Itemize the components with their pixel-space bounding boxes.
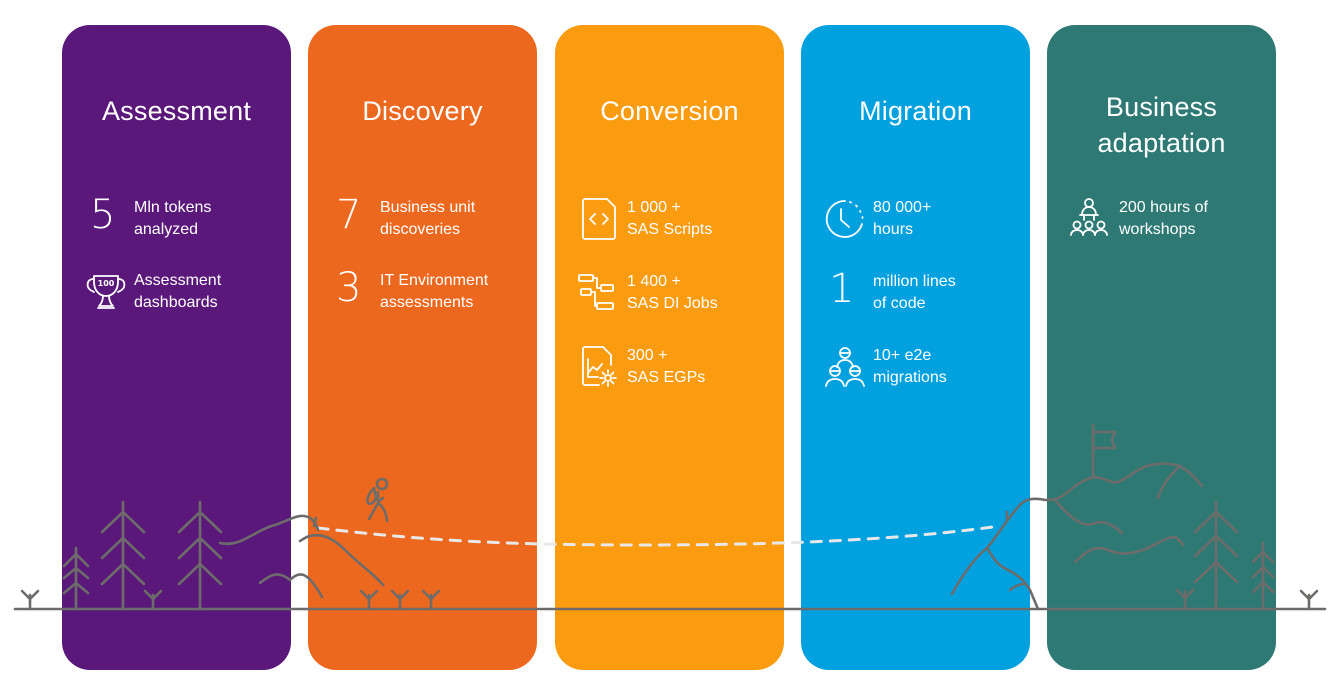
- stat-label-line2: of code: [873, 295, 926, 312]
- stat-label-line2: migrations: [873, 369, 947, 386]
- stat-label-line2: discoveries: [380, 221, 461, 238]
- stage-card-discovery: Discovery 7 Business unit discoveries 3 I…: [308, 25, 537, 670]
- stat-item: 1 million lines of code: [823, 267, 1020, 325]
- stage-title: Discovery: [362, 96, 483, 126]
- stat-label-line2: analyzed: [134, 221, 199, 238]
- stage-card-assessment: Assessment 5 Mln tokens analyzed 100 Asse…: [62, 25, 291, 670]
- stat-item: 100 Assessment dashboards: [84, 270, 281, 324]
- stat-number: 3: [336, 265, 362, 311]
- stat-label-line2: SAS Scripts: [627, 221, 713, 238]
- stat-label-line1: Business unit: [380, 199, 476, 216]
- svg-text:100: 100: [98, 279, 115, 288]
- stat-label-line1: 1 000 +: [627, 199, 681, 216]
- stat-item: 80 000+ hours: [823, 197, 1020, 251]
- stat-item: 300 + SAS EGPs: [577, 345, 774, 399]
- stat-item: 10+ e2e migrations: [823, 345, 1020, 399]
- stage-title-line1: Business: [1105, 92, 1218, 122]
- stat-label-line1: Mln tokens: [134, 199, 212, 216]
- stat-label-line2: assessments: [380, 294, 474, 311]
- trophy-100-icon: 100: [84, 270, 134, 314]
- stat-label-line1: 300 +: [627, 347, 668, 364]
- stage-title: Business adaptation: [1047, 89, 1276, 161]
- stat-label-line1: 10+ e2e: [873, 347, 932, 364]
- stage-title: Conversion: [600, 96, 739, 126]
- stat-label-line1: million lines: [873, 273, 956, 290]
- stat-label-line1: 200 hours of: [1119, 199, 1208, 216]
- stat-label-line2: hours: [873, 221, 914, 238]
- stat-item: 200 hours of workshops: [1069, 197, 1266, 251]
- stat-label-line1: Assessment: [134, 272, 222, 289]
- stat-label-line1: 1 400 +: [627, 273, 681, 290]
- stage-title: Assessment: [101, 96, 252, 126]
- stat-label-line1: 80 000+: [873, 199, 932, 216]
- stat-number: 1: [829, 266, 855, 312]
- stage-card-migration: Migration 80 000+ hours 1 million lines of…: [801, 25, 1030, 670]
- team-icon: [823, 345, 873, 389]
- clock-icon: [823, 197, 873, 241]
- code-file-icon: [577, 197, 627, 241]
- workflow-icon: [577, 271, 627, 315]
- stat-number: 5: [90, 192, 116, 238]
- stat-label-line1: IT Environment: [380, 272, 489, 289]
- workshop-icon: [1069, 197, 1119, 241]
- stat-number: 7: [336, 192, 362, 238]
- stat-label-line2: workshops: [1119, 221, 1196, 238]
- stat-item: 1 000 + SAS Scripts: [577, 197, 774, 251]
- stat-item: 3 IT Environment assessments: [330, 266, 527, 324]
- grass-icon: [1299, 589, 1319, 611]
- stat-label-line2: dashboards: [134, 294, 218, 311]
- stage-card-business-adaptation: Business adaptation 200 hours of workshops: [1047, 25, 1276, 670]
- stat-item: 7 Business unit discoveries: [330, 193, 527, 251]
- grass-icon: [20, 589, 40, 611]
- stat-label-line2: SAS DI Jobs: [627, 295, 718, 312]
- stage-card-conversion: Conversion 1 000 + SAS Scripts: [555, 25, 784, 670]
- stage-title: Migration: [859, 96, 972, 126]
- chart-gear-file-icon: [577, 345, 627, 389]
- stage-title-line2: adaptation: [1097, 128, 1226, 158]
- stat-item: 5 Mln tokens analyzed: [84, 193, 281, 251]
- stat-item: 1 400 + SAS DI Jobs: [577, 271, 774, 325]
- stat-label-line2: SAS EGPs: [627, 369, 706, 386]
